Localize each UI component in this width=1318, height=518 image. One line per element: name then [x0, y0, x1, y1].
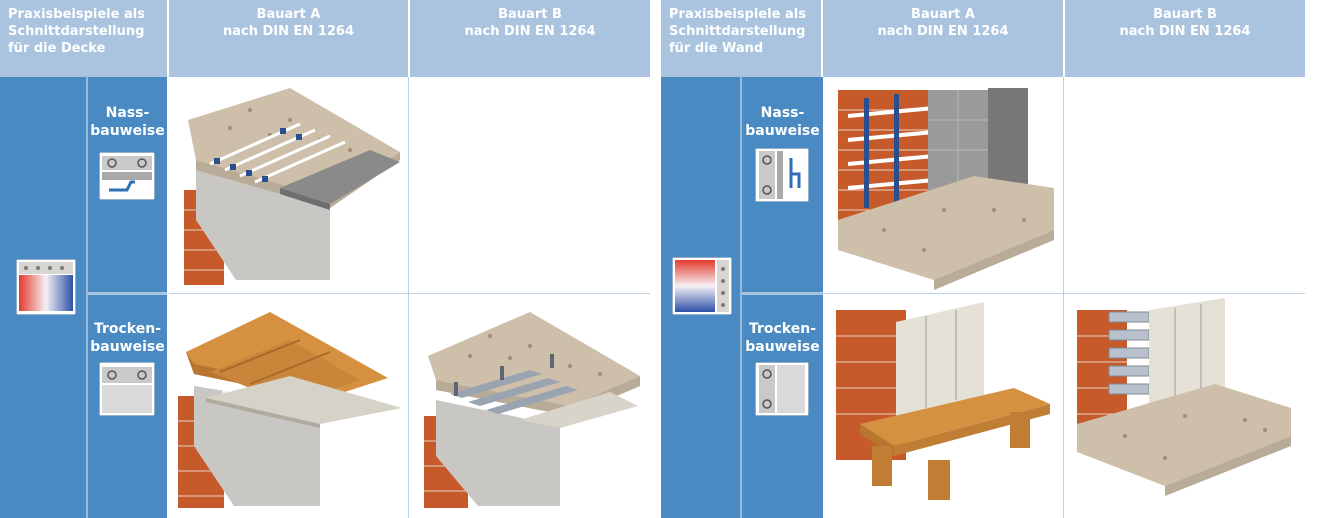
ceiling-side-column	[0, 77, 86, 518]
ceiling-wet-line-2: bauweise	[90, 123, 165, 139]
wall-col-b-title: Bauart B	[1153, 7, 1217, 22]
wall-wet-icon	[755, 148, 809, 202]
ceiling-header-line-1: Praxisbeispiele als	[8, 7, 145, 22]
ceiling-col-a-norm: nach DIN EN 1264	[222, 24, 354, 39]
ceiling-dry-b-illustration	[410, 296, 648, 514]
wall-type-column	[742, 77, 823, 518]
wall-grid-h	[823, 293, 1305, 294]
ceiling-dry-label: Trocken- bauweise	[88, 320, 167, 356]
wall-wet-line-2: bauweise	[745, 123, 820, 139]
wall-dry-line-1: Trocken-	[748, 321, 817, 337]
ceiling-type-column	[88, 77, 167, 518]
wall-col-a-norm: nach DIN EN 1264	[877, 24, 1009, 39]
wall-side-separator	[740, 77, 742, 518]
wall-col-a-title: Bauart A	[911, 7, 975, 22]
ceiling-panel: Praxisbeispiele als Schnittdarstellung f…	[0, 0, 650, 518]
ceiling-dry-a-illustration	[170, 296, 406, 514]
wall-panel: Praxisbeispiele als Schnittdarstellung f…	[661, 0, 1318, 518]
wall-header-title: Praxisbeispiele als Schnittdarstellung f…	[661, 0, 821, 77]
ceiling-heating-icon	[16, 259, 76, 315]
wall-wet-label: Nass- bauweise	[742, 104, 823, 140]
ceiling-wet-b-empty	[410, 80, 648, 290]
ceiling-header-line-2: Schnittdarstellung	[8, 24, 145, 39]
ceiling-header-col-a: Bauart A nach DIN EN 1264	[169, 0, 408, 77]
wall-dry-a-illustration	[824, 296, 1061, 514]
ceiling-wet-a-illustration	[170, 80, 406, 290]
wall-header-col-a: Bauart A nach DIN EN 1264	[823, 0, 1063, 77]
ceiling-header-col-b: Bauart B nach DIN EN 1264	[410, 0, 650, 77]
ceiling-header-line-3: für die Decke	[8, 41, 106, 56]
ceiling-col-a-title: Bauart A	[256, 7, 321, 22]
ceiling-wet-icon	[99, 152, 155, 200]
ceiling-dry-line-1: Trocken-	[93, 321, 162, 337]
ceiling-header-title: Praxisbeispiele als Schnittdarstellung f…	[0, 0, 167, 77]
ceiling-grid-v	[408, 77, 409, 518]
ceiling-wet-line-1: Nass-	[105, 105, 150, 121]
wall-dry-b-illustration	[1065, 296, 1305, 514]
ceiling-wet-label: Nass- bauweise	[88, 104, 167, 140]
ceiling-row-separator	[88, 292, 167, 295]
wall-header-line-3: für die Wand	[669, 41, 764, 56]
wall-grid-v	[1063, 77, 1064, 518]
ceiling-dry-icon	[99, 362, 155, 416]
wall-dry-line-2: bauweise	[745, 339, 820, 355]
wall-header-line-2: Schnittdarstellung	[669, 24, 806, 39]
wall-wet-line-1: Nass-	[760, 105, 805, 121]
wall-row-separator	[742, 292, 823, 295]
ceiling-col-b-norm: nach DIN EN 1264	[464, 24, 596, 39]
wall-wet-b-empty	[1065, 80, 1305, 290]
wall-header-col-b: Bauart B nach DIN EN 1264	[1065, 0, 1305, 77]
wall-dry-icon	[755, 362, 809, 416]
wall-dry-label: Trocken- bauweise	[742, 320, 823, 356]
wall-heating-icon	[672, 257, 732, 315]
ceiling-grid-h	[169, 293, 650, 294]
wall-wet-a-illustration	[824, 80, 1061, 290]
ceiling-side-separator	[86, 77, 88, 518]
ceiling-col-b-title: Bauart B	[498, 7, 562, 22]
wall-header-line-1: Praxisbeispiele als	[669, 7, 806, 22]
wall-side-column	[661, 77, 740, 518]
ceiling-dry-line-2: bauweise	[90, 339, 165, 355]
wall-col-b-norm: nach DIN EN 1264	[1119, 24, 1251, 39]
